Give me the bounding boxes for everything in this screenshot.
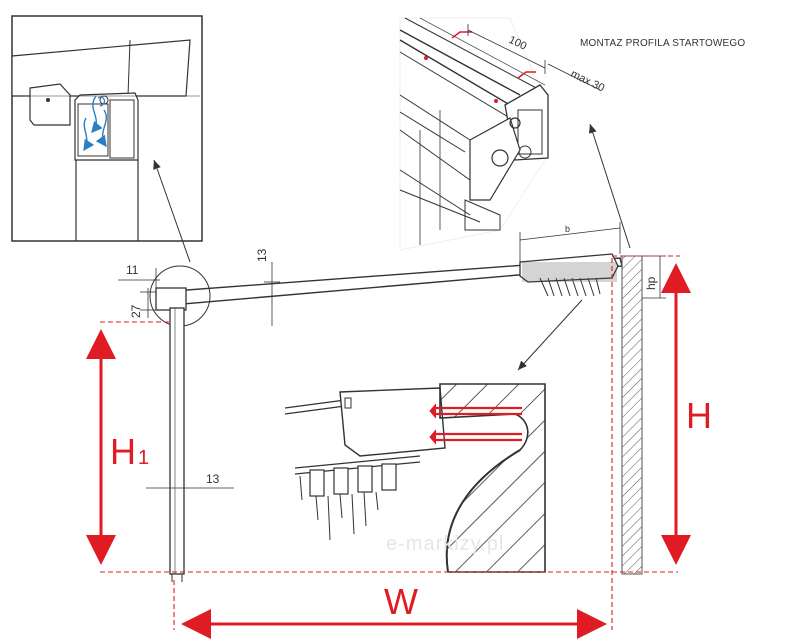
dim-27: 27: [129, 304, 143, 318]
dim-13-post: 13: [206, 472, 220, 486]
detail-title: MONTAZ PROFILA STARTOWEGO: [580, 38, 745, 49]
pergola-structure: [149, 253, 643, 582]
watermark: e-markizy.pl: [386, 533, 504, 555]
label-height1-sub: 1: [138, 447, 149, 469]
label-height: H: [686, 395, 712, 436]
dim-max30: max 30: [569, 68, 607, 95]
dim-11: 11: [126, 263, 139, 277]
leader-arrow-left: [153, 159, 191, 263]
detail-wall-profile: [284, 383, 546, 573]
detail-gutter-box: [11, 15, 203, 242]
dim-13-top: 13: [255, 248, 269, 262]
dim-b: b: [565, 224, 570, 234]
label-height1: H: [110, 431, 136, 472]
dim-hp: hp: [644, 276, 658, 290]
leader-arrow-center: [517, 299, 583, 371]
label-width: W: [384, 581, 418, 622]
leader-arrow-right: [588, 123, 631, 249]
dimensions-red: [86, 255, 691, 639]
detail-start-profile: MONTAZ PROFILA STARTOWEGO 100: [399, 17, 745, 251]
